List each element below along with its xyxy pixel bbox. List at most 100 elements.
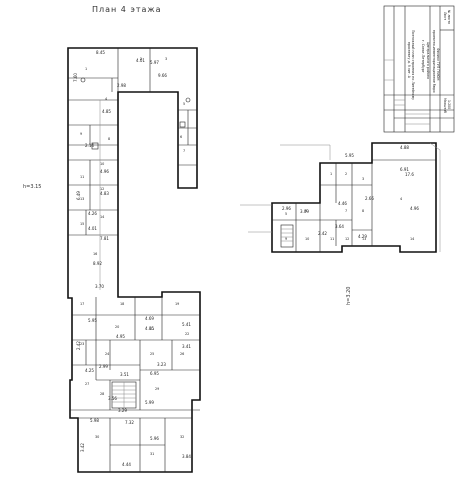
left-dimension-26: 4.25 — [85, 368, 94, 373]
left-room-number-17: 17 — [80, 302, 84, 306]
right-dimension-10: 4.29 — [358, 234, 367, 239]
left-dimension-16: 3.70 — [95, 284, 104, 289]
right-room-number-8: 8 — [362, 209, 364, 213]
left-dimension-35: 3.42 — [80, 443, 85, 452]
left-room-number-22: 22 — [185, 332, 189, 336]
stamp-frame — [383, 5, 455, 133]
left-dimension-8: 7.60 — [73, 73, 78, 82]
right-building-outline — [271, 142, 437, 253]
left-room-number-23: 23 — [80, 342, 84, 346]
left-room-number-26: 26 — [180, 352, 184, 356]
right-dimension-4: 17.6 — [405, 172, 414, 177]
stamp-org-line-2: проектно-инвентаризационное бюро — [432, 30, 436, 93]
left-dimension-11: 4.26 — [88, 211, 97, 216]
left-dimension-22: 3.41 — [182, 344, 191, 349]
left-room-number-11: 11 — [80, 175, 84, 179]
left-room-number-1: 1 — [85, 67, 87, 71]
right-room-number-10: 10 — [305, 237, 309, 241]
left-dimension-27: 3.51 — [120, 372, 129, 377]
left-stairs — [111, 381, 137, 409]
left-building-outline — [67, 47, 201, 473]
stamp-address-line-1: Поэтажный план строения по Литейному — [411, 30, 415, 100]
left-dimension-32: 5.96 — [150, 436, 159, 441]
left-dimension-25: 6.95 — [150, 371, 159, 376]
left-room-number-2: 2 — [140, 57, 142, 61]
left-room-number-21: 21 — [150, 327, 154, 331]
left-room-number-29: 29 — [155, 387, 159, 391]
right-room-number-2: 2 — [345, 172, 347, 176]
left-room-number-16: 16 — [93, 252, 97, 256]
left-dimension-34: 3.84 — [182, 454, 191, 459]
left-room-number-24: 24 — [105, 352, 109, 356]
left-room-number-4: 4 — [105, 97, 107, 101]
left-dimension-37: 3.56 — [108, 396, 117, 401]
right-dimension-7: 3.09 — [300, 209, 309, 214]
left-dimension-24: 3.23 — [157, 362, 166, 367]
left-dimension-1: 8.45 — [96, 50, 105, 55]
left-dimension-36: 3.29 — [118, 408, 127, 413]
right-stairs — [280, 224, 294, 248]
left-dimension-33: 4.44 — [122, 462, 131, 467]
right-room-number-14: 14 — [410, 237, 414, 241]
right-dimension-6: 4.46 — [338, 201, 347, 206]
left-room-number-20: 20 — [115, 325, 119, 329]
left-dimension-10: 4.83 — [100, 191, 109, 196]
left-room-number-7: 7 — [183, 149, 185, 153]
stamp-address-line-2: проспекту д. 9 лит. А — [407, 42, 411, 79]
stamp-org-line-3: Центрального района — [426, 42, 430, 79]
right-height-label: h=3.20 — [346, 287, 352, 306]
left-room-number-31: 31 — [150, 452, 154, 456]
stamp-entry-4: Масштаб — [443, 98, 447, 113]
right-room-number-12: 12 — [345, 237, 349, 241]
left-room-number-14: 14 — [100, 215, 104, 219]
right-room-number-7: 7 — [345, 209, 347, 213]
left-dimension-3: 2.98 — [117, 83, 126, 88]
right-dimension-9: 3.64 — [335, 224, 344, 229]
left-dimension-12: 4.01 — [88, 226, 97, 231]
right-room-number-1: 1 — [330, 172, 332, 176]
right-room-number-5: 5 — [285, 212, 287, 216]
left-dimension-7: 2.14 — [85, 143, 94, 148]
right-room-number-9: 9 — [285, 237, 287, 241]
left-room-number-25: 25 — [150, 352, 154, 356]
right-dimension-2: 4.88 — [400, 145, 409, 150]
stamp-entry-2: Лист — [443, 12, 447, 20]
right-dimension-5: 2.96 — [282, 206, 291, 211]
left-room-number-32: 32 — [180, 435, 184, 439]
plan-title: План 4 этажа — [92, 5, 162, 14]
left-dimension-15: 7.81 — [100, 236, 109, 241]
stamp-entry-3: 1:200 — [447, 100, 451, 109]
left-dimension-31: 5.98 — [90, 418, 99, 423]
right-room-number-3: 3 — [362, 177, 364, 181]
left-room-number-6: 6 — [180, 135, 182, 139]
stamp-entry-1: № листа — [447, 10, 451, 24]
right-building-dimensions: 5.954.886.9117.62.964.463.092.423.644.29… — [282, 145, 419, 239]
left-room-number-19: 19 — [175, 302, 179, 306]
left-dimension-4: 4.01 — [136, 58, 145, 63]
left-room-number-8: 8 — [108, 137, 110, 141]
left-dimension-23: 2.42 — [76, 341, 81, 350]
left-room-number-15: 15 — [80, 222, 84, 226]
left-dimension-29: 5.99 — [145, 400, 154, 405]
left-room-number-30: 30 — [95, 435, 99, 439]
left-dimension-6: 4.85 — [102, 109, 111, 114]
left-room-number-27: 27 — [85, 382, 89, 386]
left-dimension-21: 5.41 — [182, 322, 191, 327]
left-room-number-5: 5 — [183, 102, 185, 106]
right-dimension-1: 5.95 — [345, 153, 354, 158]
left-room-number-9: 9 — [80, 132, 82, 136]
left-dimension-28: 2.99 — [99, 364, 108, 369]
left-dimension-30: 7.32 — [125, 420, 134, 425]
left-room-number-18: 18 — [120, 302, 124, 306]
right-dimension-12: 2.66 — [365, 196, 374, 201]
left-dimension-19: 4.69 — [145, 316, 154, 321]
left-dimension-14: 6.49 — [76, 191, 81, 200]
left-room-number-3: 3 — [165, 57, 167, 61]
left-dimension-18: 4.95 — [116, 334, 125, 339]
right-room-number-11: 11 — [330, 237, 334, 241]
left-room-number-28: 28 — [100, 392, 104, 396]
